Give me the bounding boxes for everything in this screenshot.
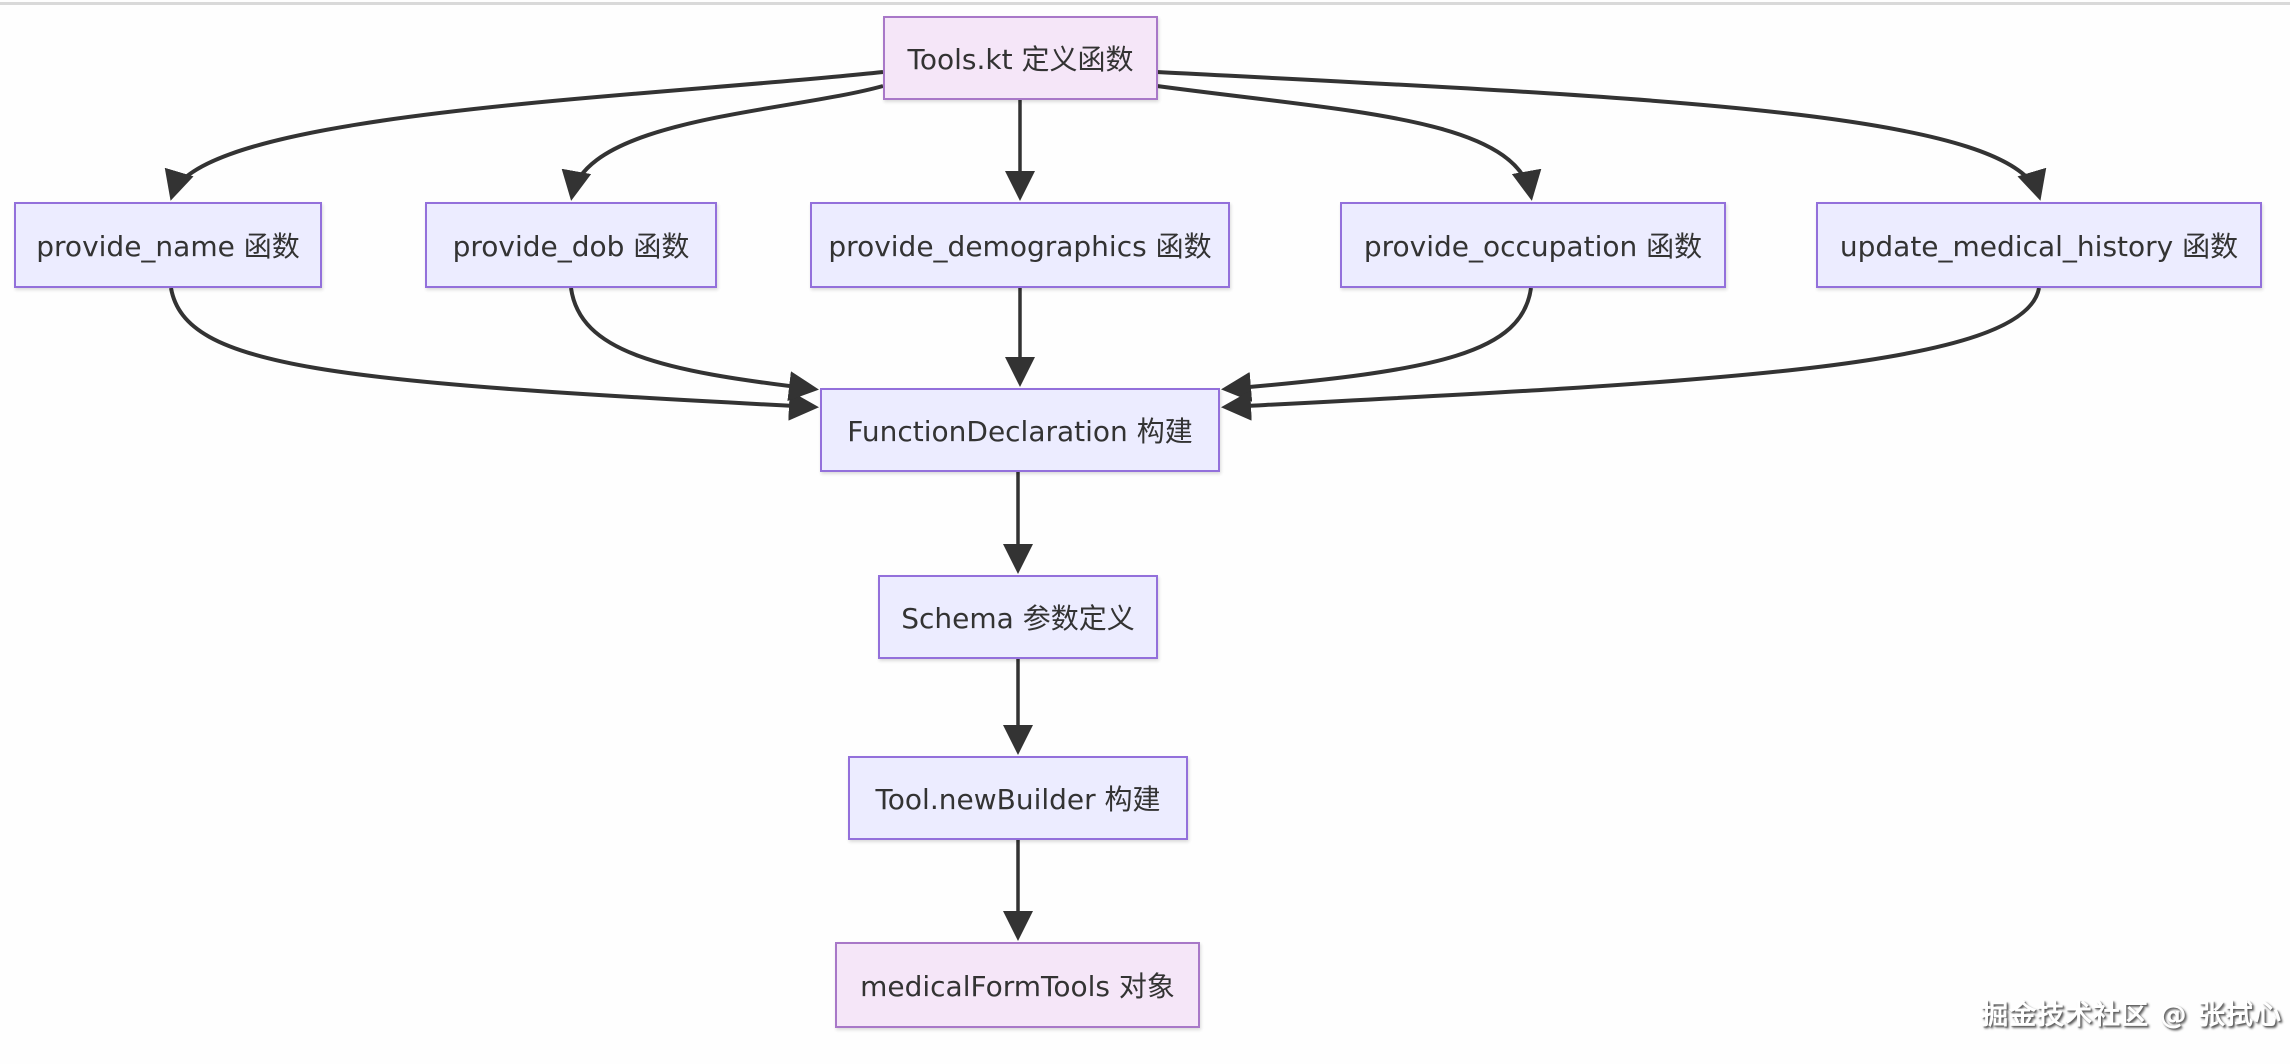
edge-tools-to-name xyxy=(164,70,884,201)
node-medical-form-tools: medicalFormTools 对象 xyxy=(835,942,1200,1028)
node-provide-occupation: provide_occupation 函数 xyxy=(1340,202,1726,288)
node-provide-demographics: provide_demographics 函数 xyxy=(810,202,1230,288)
node-update-medical-history: update_medical_history 函数 xyxy=(1816,202,2262,288)
node-function-declaration: FunctionDeclaration 构建 xyxy=(820,388,1220,472)
node-provide-name: provide_name 函数 xyxy=(14,202,322,288)
edge-name-to-fd xyxy=(169,287,819,421)
edge-dob-to-fd xyxy=(569,287,819,401)
node-tools-kt: Tools.kt 定义函数 xyxy=(883,16,1158,100)
top-border-line xyxy=(0,2,2290,5)
node-tool-new-builder: Tool.newBuilder 构建 xyxy=(848,756,1188,840)
edge-occupation-to-fd xyxy=(1221,287,1533,402)
edge-tools-to-medical xyxy=(1156,70,2047,201)
edge-tools-to-dob xyxy=(561,84,884,201)
watermark: 掘金技术社区 @ 张拭心 xyxy=(1981,1000,2282,1031)
node-provide-dob: provide_dob 函数 xyxy=(425,202,717,288)
node-schema: Schema 参数定义 xyxy=(878,575,1158,659)
edge-tools-to-occupation xyxy=(1156,84,1542,201)
edge-medical-to-fd xyxy=(1221,287,2041,421)
